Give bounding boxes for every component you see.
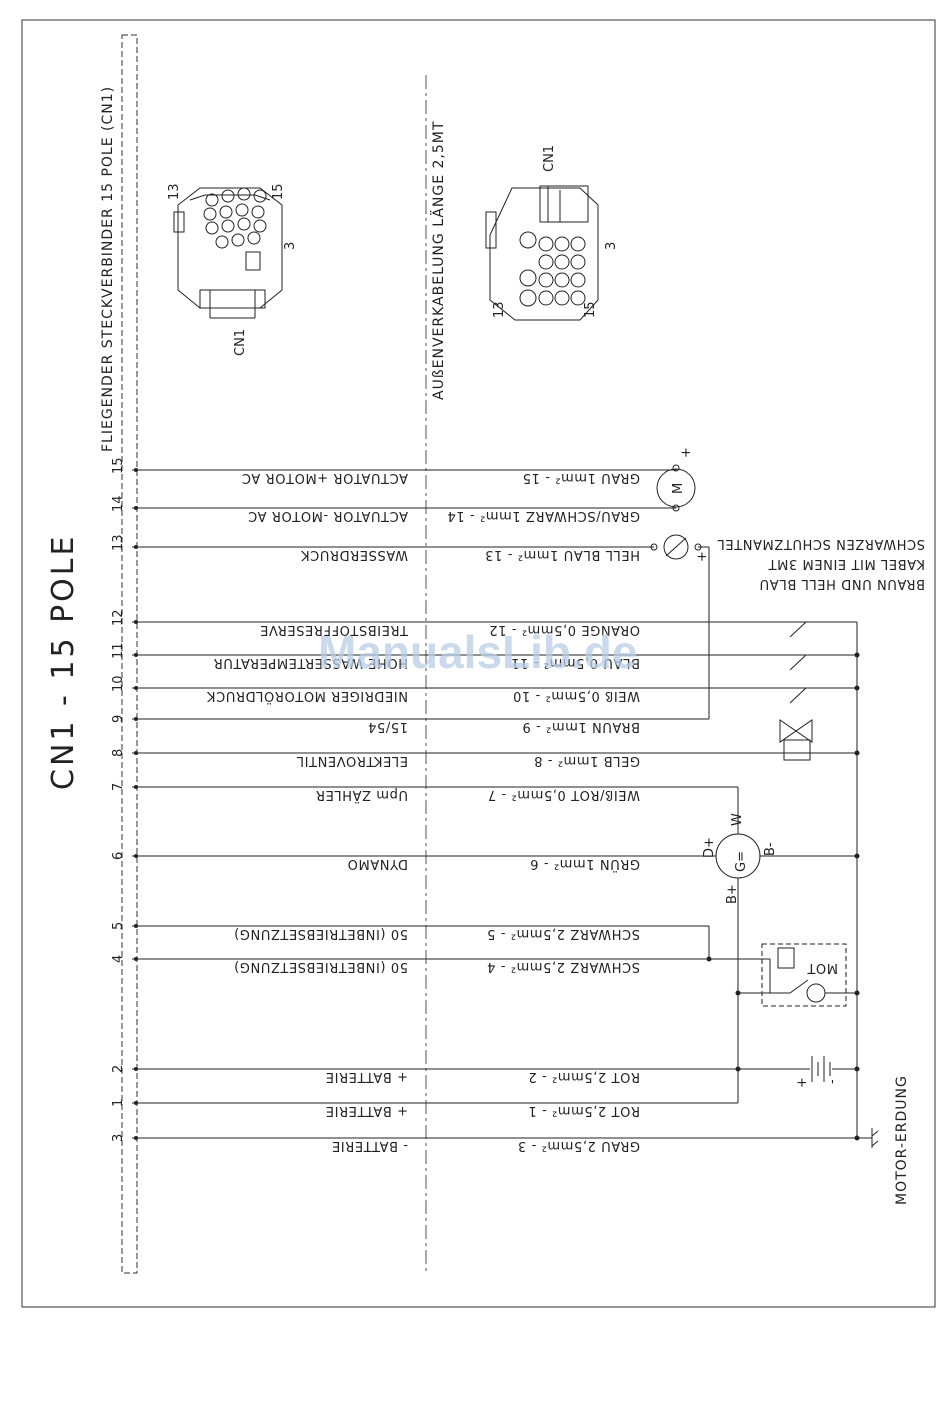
pin-wire-label-7: WEIß/ROT 0,5mm² - 7 [487, 787, 640, 802]
pin-number-10: 10 [111, 675, 126, 692]
connector-label: FLIEGENDER STECKVERBINDER 15 POLE (CN1) [100, 86, 116, 452]
cable-note-line-2: KABEL MIT EINEM 3MT [768, 556, 925, 571]
pin-dot-12 [134, 620, 138, 624]
pin-dot-4 [134, 957, 138, 961]
pressure-sensor-plus-sign: + [695, 551, 710, 562]
pin-function-9: 15/54 [368, 719, 408, 734]
pin-dot-9 [134, 717, 138, 721]
actuator-motor-symbol [656, 464, 696, 512]
pin-number-11: 11 [111, 642, 126, 659]
pin-dot-6 [134, 854, 138, 858]
pin-wire-label-5: SCHWARZ 2,5mm² - 5 [487, 926, 640, 941]
pin-label-13-left: 13 [167, 183, 182, 200]
pin-dot-14 [134, 506, 138, 510]
pin-number-7: 7 [111, 783, 126, 791]
actuator-plus-sign: + [679, 447, 694, 458]
connector-pins-left [203, 187, 267, 249]
cable-note-line-1: BRAUN UND HELL BLAU [759, 576, 925, 591]
pin-wire-label-4: SCHWARZ 2,5mm² - 4 [487, 959, 640, 974]
terminal-b-minus: B- [763, 842, 778, 856]
pin-wire-label-8: GELB 1mm² - 8 [534, 753, 640, 768]
pin-number-14: 14 [111, 495, 126, 512]
pin-wire-label-13: HELL BLAU 1mm² - 13 [485, 547, 640, 562]
pin-number-9: 9 [111, 715, 126, 723]
motor-ground-label: MOTOR-ERDUNG [894, 1075, 910, 1205]
terminal-d-plus: D+ [702, 837, 717, 858]
pin-function-11: HOHE WASSERTEMPERATUR [213, 655, 408, 670]
pin-function-8: ELEKTROVENTIL [296, 753, 408, 768]
pin-function-13: WASSERDRUCK [300, 547, 408, 562]
pin-number-15: 15 [111, 457, 126, 474]
cable-note-line-3: SCHWARZEN SCHUTZMANTEL [717, 536, 925, 551]
cn1-label-right: CN1 [542, 145, 557, 172]
pin-wire-label-11: BLAU 0,5mm² - 11 [511, 655, 640, 670]
pin-number-8: 8 [111, 749, 126, 757]
connector-drawing-left [173, 187, 283, 319]
terminal-b-plus: B+ [725, 884, 740, 904]
generator-label: G= [734, 851, 749, 872]
pin-number-6: 6 [111, 852, 126, 860]
pin-number-12: 12 [111, 609, 126, 626]
pin-wire-label-14: GRAU/SCHWARZ 1mm² - 14 [447, 508, 640, 523]
pin-function-15: ACTUATOR +MOTOR AC [241, 470, 408, 485]
pin-wire-label-9: BRAUN 1mm² - 9 [522, 719, 640, 734]
pin-number-2: 2 [111, 1065, 126, 1073]
actuator-motor-label: M [671, 483, 686, 494]
pin-number-1: 1 [111, 1099, 126, 1107]
pin-function-12: TREIBSTOFFRESERVE [260, 622, 409, 637]
pin-function-14: ACTUATOR -MOTOR AC [248, 508, 408, 523]
component-wiring [698, 546, 879, 1148]
pin-function-4: 50 (INBETRIEBSETZUNG) [234, 959, 408, 974]
pin-dot-8 [134, 751, 138, 755]
pin-dot-3 [134, 1136, 138, 1140]
junction-dots [706, 652, 860, 1141]
pin-number-4: 4 [111, 955, 126, 963]
pin-wire-label-12: ORANGE 0,5mm² - 12 [489, 622, 640, 637]
cn1-label-left: CN1 [233, 329, 248, 356]
pin-dot-15 [134, 468, 138, 472]
watermark: ManualsLib.de [318, 626, 637, 678]
sheet-frame [21, 19, 936, 1308]
pin-dot-13 [134, 545, 138, 549]
pin-wire-label-6: GRÜN 1mm² - 6 [530, 856, 640, 873]
pin-wire-label-10: WEIß 0,5mm² - 10 [512, 688, 640, 703]
pin-function-6: DYNAMO [347, 856, 408, 871]
pin-dot-10 [134, 686, 138, 690]
pin-dot-11 [134, 653, 138, 657]
pin-function-5: 50 (INBETRIEBSETZUNG) [234, 926, 408, 941]
pin-label-3-left: 3 [283, 242, 298, 250]
pin-dot-7 [134, 785, 138, 789]
pin-wire-label-1: ROT 2,5mm² - 1 [528, 1103, 640, 1118]
mot-label: MOT [807, 960, 838, 975]
pin-wire-label-3: GRAU 2,5mm² - 3 [517, 1138, 640, 1153]
pin-number-13: 13 [111, 534, 126, 551]
pin-dot-2 [134, 1067, 138, 1071]
pin-label-15-left: 15 [271, 183, 286, 200]
pin-label-3-right: 3 [604, 242, 619, 250]
pin-number-5: 5 [111, 922, 126, 930]
pin-label-15-right: 15 [583, 301, 598, 318]
terminal-w: W [730, 813, 745, 826]
pin-function-7: Upm ZÄHLER [315, 787, 408, 803]
diagram-title: CN1 - 15 POLE [46, 534, 81, 790]
pin-wire-label-2: ROT 2,5mm² - 2 [528, 1069, 640, 1084]
battery-plus-sign: + [795, 1077, 810, 1088]
pin-dot-5 [134, 924, 138, 928]
external-wiring-label: AUßENVERKABELUNG LÄNGE 2,5MT [429, 121, 447, 400]
pin-function-10: NIEDRIGER MOTORÖLDRUCK [206, 688, 408, 705]
pin-wire-label-15: GRAU 1mm² - 15 [522, 470, 640, 485]
connector-drawing-right [485, 185, 599, 321]
pin-function-2: + BATTERIE [325, 1069, 408, 1084]
pressure-sensor-symbol [650, 534, 702, 560]
pin-function-1: + BATTERIE [325, 1103, 408, 1118]
pin-number-3: 3 [111, 1134, 126, 1142]
pin-label-13-right: 13 [492, 301, 507, 318]
pin-function-3: - BATTERIE [331, 1138, 408, 1153]
pin-dot-1 [134, 1101, 138, 1105]
battery-minus-sign: - [825, 1079, 840, 1084]
